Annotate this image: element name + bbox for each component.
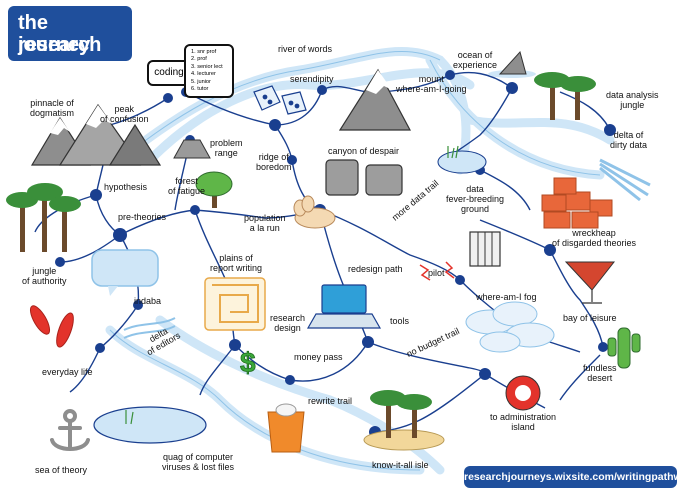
node-jungle-right (604, 124, 616, 136)
rank-2: 2. prof (191, 56, 207, 63)
label-problem-range: problem range (210, 138, 243, 158)
label-hypothesis: hypothesis (104, 182, 148, 192)
label-delta-of-dirty-data: delta of dirty data (610, 130, 648, 150)
node-serendipity (269, 119, 281, 131)
rank-4: 4. lecturer (191, 71, 216, 78)
svg-text:$: $ (240, 347, 256, 378)
label-data-analysis-jungle: data analysis jungle (606, 90, 659, 110)
label-where-am-i-fog: where-am-I fog (476, 292, 537, 302)
label-plains-of-report-writing: plains of report writing (210, 253, 263, 273)
problem-range (173, 139, 211, 159)
dollar-sign: $ (240, 347, 257, 379)
label-indaba: indaba (134, 296, 162, 306)
node-ridge (287, 155, 297, 165)
indaba-bubble (91, 249, 159, 296)
laptop (306, 284, 382, 329)
node-ocean (506, 82, 518, 94)
label-quag: quag of computer viruses & lost files (162, 452, 235, 472)
rank-5: 5. junior (191, 78, 211, 85)
node-river (317, 85, 327, 95)
label-data-fever-ground: data fever-breeding ground (446, 184, 505, 214)
title-badge: the research journey (8, 6, 132, 61)
label-to-administration-island: to administration island (490, 412, 557, 432)
river-highlights (109, 50, 601, 471)
fog-clouds (465, 301, 555, 353)
node-mount (445, 70, 455, 80)
cactus (607, 327, 641, 369)
label-know-it-all-isle: know-it-all isle (372, 460, 429, 470)
label-money-pass: money pass (294, 352, 343, 362)
coding-box: coding (147, 60, 191, 86)
label-sea-of-theory: sea of theory (35, 465, 88, 475)
label-serendipity: serendipity (290, 74, 334, 84)
anchor (50, 409, 90, 451)
label-bay-of-leisure: bay of leisure (563, 313, 617, 323)
title-line-2: journey (18, 34, 91, 56)
cocktail-glass (564, 261, 616, 304)
label-pilot: pilot (428, 268, 445, 278)
rank-3: 3. senior lect (191, 63, 223, 70)
node-jungle-left (55, 257, 65, 267)
palm-jungle-right (534, 72, 596, 120)
label-mount-where-am-i: mount where-am-I-going (396, 74, 467, 94)
node-money (285, 375, 295, 385)
node-forest (190, 205, 200, 215)
jail-door (469, 231, 501, 267)
lifebuoy (505, 375, 541, 411)
data-pond (437, 145, 487, 174)
rank-1: 1. snr prof (191, 49, 217, 55)
label-rewrite-trail: rewrite trail (308, 396, 353, 406)
title-line-1: the research (18, 12, 102, 56)
node-pilot (455, 275, 465, 285)
label-fundless-desert: fundless desert (583, 363, 617, 383)
dirty-data-delta (599, 158, 651, 202)
label-research-design: research design (270, 313, 306, 333)
node-delta-editors (133, 300, 143, 310)
label-redesign-path: redesign path (348, 264, 403, 274)
label-pre-theories: pre-theories (118, 212, 167, 222)
node-tools (362, 336, 374, 348)
label-ocean-of-experience: ocean of experience (453, 50, 498, 70)
label-river-of-words: river of words (278, 44, 333, 54)
forest-of-fatigue (195, 171, 233, 208)
wreckheap (541, 177, 613, 229)
label-wreckheap: wreckheap of disgarded theories (552, 228, 637, 248)
label-population: population a la run (244, 213, 286, 233)
shark-fin (488, 50, 536, 78)
everyday-tools (29, 305, 74, 348)
serendipity-dice (253, 85, 307, 115)
ranks-list: 1. snr prof 2. prof 3. senior lect 4. le… (184, 44, 234, 98)
quag-lake (93, 406, 207, 444)
node-wreckheap (544, 244, 556, 256)
pinnacle-mountains (30, 103, 162, 166)
url-badge: researchjourneys.wixsite.com/writingpath… (464, 466, 685, 488)
label-jungle-of-authority: jungle of authority (22, 266, 67, 286)
label-forest-of-fatigue: forest of fatigue (168, 176, 206, 196)
rewrite-bin (267, 403, 305, 453)
label-peak-of-confusion: peak of confusion (100, 104, 149, 124)
mount-where-am-i (338, 68, 411, 131)
node-everyday (95, 343, 105, 353)
editors-delta (123, 317, 176, 339)
node-peak (163, 93, 173, 103)
rank-6: 6. tutor (191, 86, 209, 93)
label-tools: tools (390, 316, 410, 326)
rabbit (293, 195, 336, 229)
node-no-budget (479, 368, 491, 380)
label-ridge-of-boredom: ridge of boredom (256, 152, 292, 172)
canyon-of-despair (325, 159, 403, 196)
label-pinnacle-of-dogmatism: pinnacle of dogmatism (30, 98, 75, 118)
know-it-all-isle (363, 390, 445, 451)
label-canyon-of-despair: canyon of despair (328, 146, 400, 156)
node-pre-theories (113, 228, 127, 242)
node-fundless (598, 342, 608, 352)
pilot-lightning (419, 261, 455, 281)
maze (204, 277, 266, 331)
label-everyday-life: everyday life (42, 367, 93, 377)
palm-jungle-left (6, 183, 81, 252)
node-hypothesis (90, 189, 102, 201)
node-research-design (229, 339, 241, 351)
